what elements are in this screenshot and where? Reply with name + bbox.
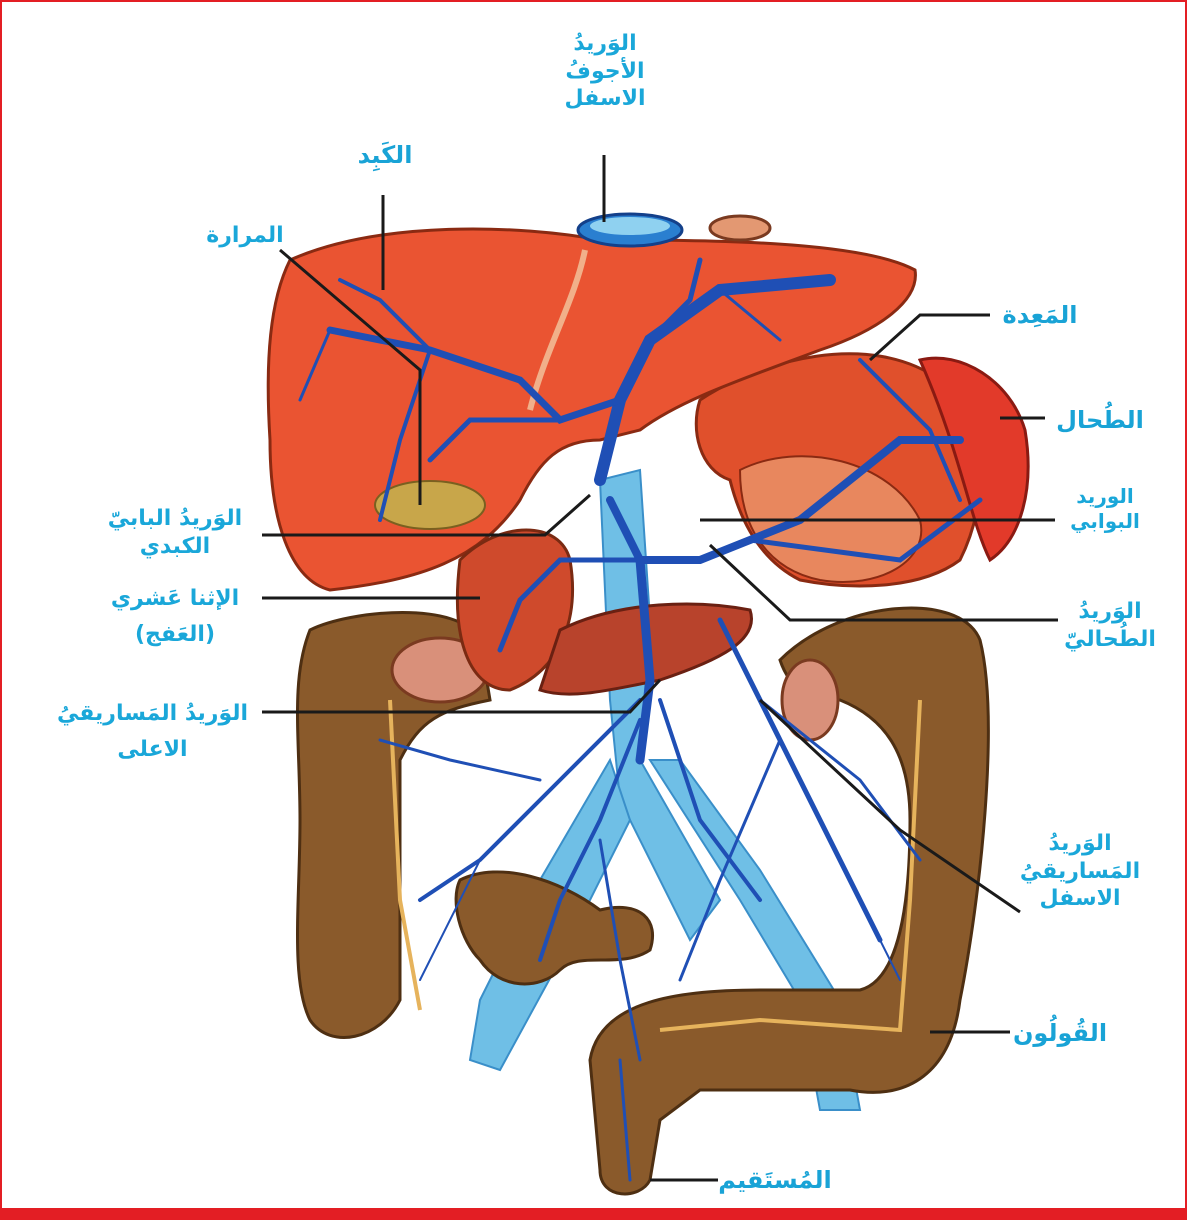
label-inf-mesenteric-line3: الاسفل [1005, 885, 1155, 913]
label-ivc-line3: الاسفل [540, 85, 670, 113]
bottom-bar [0, 1208, 1187, 1220]
label-duodenum-line2: (العَفج) [80, 621, 270, 649]
label-portal-line2: البوابي [1045, 509, 1165, 534]
label-inferior-mesenteric-vein: الوَريدُ المَساريقيُ الاسفل [1005, 830, 1155, 913]
label-hepatic-portal-vein: الوَريدُ البابيّ الكبدي [80, 505, 270, 560]
label-sup-mesenteric-line2: الاعلى [40, 736, 265, 764]
label-splenic-line1: الوَريدُ [1050, 598, 1170, 626]
label-rectum: المُستَقيم [715, 1165, 835, 1195]
label-hepatic-portal-line2: الكبدي [80, 533, 270, 561]
label-splenic-line2: الطُحاليّ [1050, 626, 1170, 654]
label-sup-mesenteric-line1: الوَريدُ المَساريقيُ [40, 700, 265, 728]
label-splenic-vein: الوَريدُ الطُحاليّ [1050, 598, 1170, 653]
leader-stomach [870, 315, 990, 360]
label-inferior-vena-cava: الوَريدُ الأجوفُ الاسفل [540, 30, 670, 113]
label-portal-vein: الوريد البوابي [1045, 484, 1165, 534]
label-liver: الكَبِد [330, 140, 440, 170]
label-stomach: المَعِدة [985, 300, 1095, 330]
label-ivc-line1: الوَريدُ [540, 30, 670, 58]
label-inf-mesenteric-line1: الوَريدُ [1005, 830, 1155, 858]
label-ivc-line2: الأجوفُ [540, 58, 670, 86]
label-duodenum-line1: الإثنا عَشري [80, 585, 270, 613]
gallbladder-shape [375, 481, 485, 529]
label-hepatic-portal-line1: الوَريدُ البابيّ [80, 505, 270, 533]
label-colon: القُولُون [1005, 1018, 1115, 1048]
label-inf-mesenteric-line2: المَساريقيُ [1005, 858, 1155, 886]
label-duodenum: الإثنا عَشري (العَفج) [80, 585, 270, 648]
label-superior-mesenteric-vein: الوَريدُ المَساريقيُ الاعلى [40, 700, 265, 763]
label-spleen: الطُحال [1040, 405, 1160, 435]
label-gallbladder: المرارة [190, 222, 300, 250]
label-portal-line1: الوريد [1045, 484, 1165, 509]
